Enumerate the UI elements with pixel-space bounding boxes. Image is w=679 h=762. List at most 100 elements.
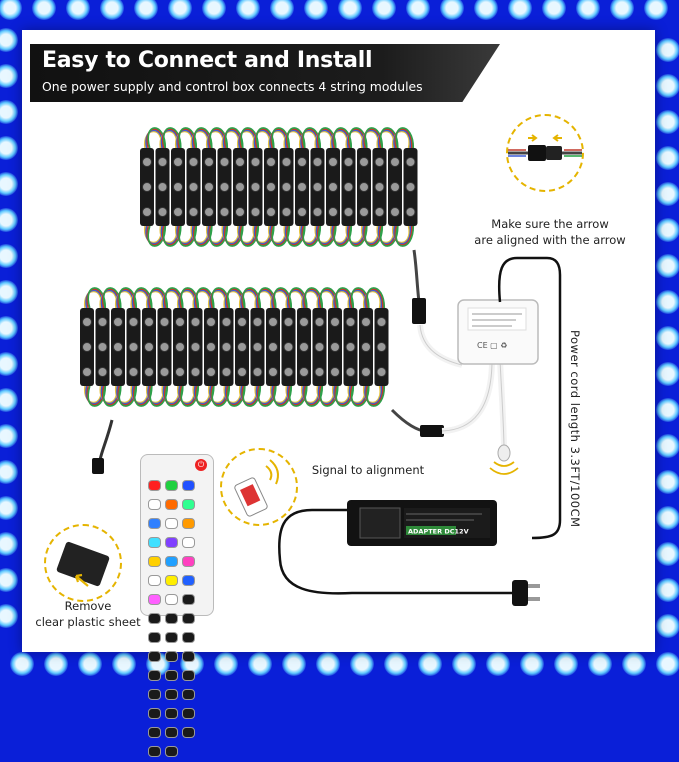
background-led xyxy=(0,460,18,484)
background-led xyxy=(588,652,612,676)
background-led xyxy=(372,0,396,20)
background-led xyxy=(350,652,374,676)
led-module xyxy=(372,147,387,227)
led-module xyxy=(310,147,325,227)
led-module xyxy=(217,147,232,227)
led-module xyxy=(201,147,217,227)
background-led xyxy=(656,38,679,62)
control-box-cable-1 xyxy=(417,324,463,368)
led-module xyxy=(95,307,110,387)
led-module xyxy=(234,307,250,387)
remote-key xyxy=(165,613,178,624)
background-led xyxy=(656,434,679,458)
svg-text:CE ▢ ♻: CE ▢ ♻ xyxy=(477,341,507,350)
remote-key xyxy=(148,556,161,567)
wire-loop-bottom xyxy=(365,385,384,406)
remote-key xyxy=(148,537,161,548)
background-led xyxy=(656,398,679,422)
remote-key xyxy=(148,518,161,529)
lower-string-wires xyxy=(84,287,386,407)
background-led xyxy=(406,0,430,20)
background-led xyxy=(100,0,124,20)
led-module xyxy=(374,307,389,387)
remove-note-line2: clear plastic sheet xyxy=(35,615,141,629)
remote-key xyxy=(165,556,178,567)
power-cord-note: Power cord length 3.3FT/100CM xyxy=(568,330,582,528)
remote-key xyxy=(165,651,178,662)
remote-key xyxy=(148,746,161,757)
wire-loop-top xyxy=(366,287,386,309)
upper-string-modules xyxy=(139,147,418,227)
remote-key xyxy=(148,613,161,624)
wire-loop-bottom xyxy=(363,385,381,404)
remove-note: Remove clear plastic sheet xyxy=(28,598,148,630)
background-led xyxy=(486,652,510,676)
background-led xyxy=(656,290,679,314)
control-box-cable-1-outline xyxy=(419,324,463,366)
remote-key xyxy=(148,708,161,719)
remote-key xyxy=(148,575,161,586)
background-led xyxy=(0,100,18,124)
background-led xyxy=(474,0,498,20)
title-banner: Easy to Connect and Install One power su… xyxy=(30,44,500,102)
led-module xyxy=(126,307,141,387)
wire-loop-bottom xyxy=(366,385,386,407)
remote-power-icon: ⏻ xyxy=(195,459,207,471)
background-led xyxy=(0,208,18,232)
wire-loop-top xyxy=(393,129,412,149)
background-led xyxy=(520,652,544,676)
wire-loop-top xyxy=(364,289,383,309)
remote-key xyxy=(182,708,195,719)
remote-key xyxy=(182,651,195,662)
remote-key xyxy=(165,499,178,510)
led-module xyxy=(279,147,294,227)
led-module xyxy=(296,307,312,387)
control-box-cable-2 xyxy=(441,359,495,434)
wire-loop-top xyxy=(392,130,410,149)
remote-key xyxy=(182,632,195,643)
connector-note-line2: are aligned with the arrow xyxy=(474,233,626,247)
remote-key xyxy=(182,499,195,510)
led-module xyxy=(358,307,374,387)
remote-key xyxy=(182,575,195,586)
background-led xyxy=(656,542,679,566)
wire-loop-top xyxy=(363,290,381,309)
power-cord xyxy=(498,256,562,540)
background-led xyxy=(452,652,476,676)
banner-subtitle: One power supply and control box connect… xyxy=(42,79,423,94)
product-illustration: CE ▢ ♻ ADAPTER DC12V xyxy=(79,127,562,606)
background-led xyxy=(508,0,532,20)
remote-key xyxy=(165,727,178,738)
background-led xyxy=(656,218,679,242)
background-led xyxy=(656,652,679,676)
remote-key xyxy=(182,480,195,491)
background-led xyxy=(610,0,634,20)
background-led xyxy=(44,652,68,676)
background-led xyxy=(236,0,260,20)
wire-loop-bottom xyxy=(393,225,412,245)
receiver-cable-outline xyxy=(499,359,505,451)
remote-key xyxy=(182,594,195,605)
wire-loop-bottom xyxy=(394,225,413,246)
led-module xyxy=(186,147,201,227)
loose-end-connector xyxy=(92,458,104,474)
background-led xyxy=(656,578,679,602)
adapter-label: ADAPTER DC12V xyxy=(408,528,469,536)
remove-note-line1: Remove xyxy=(64,599,112,613)
remote-key xyxy=(165,575,178,586)
background-led xyxy=(418,652,442,676)
lower-connector xyxy=(420,425,444,437)
background-led xyxy=(0,64,18,88)
background-led xyxy=(316,652,340,676)
led-module xyxy=(170,147,186,227)
remote-key xyxy=(148,594,161,605)
background-led xyxy=(168,0,192,20)
background-led xyxy=(338,0,362,20)
background-led xyxy=(656,362,679,386)
remote-key xyxy=(182,613,195,624)
remote-key xyxy=(148,499,161,510)
background-led xyxy=(134,0,158,20)
led-module xyxy=(265,307,281,387)
led-module xyxy=(327,307,343,387)
led-module xyxy=(294,147,310,227)
